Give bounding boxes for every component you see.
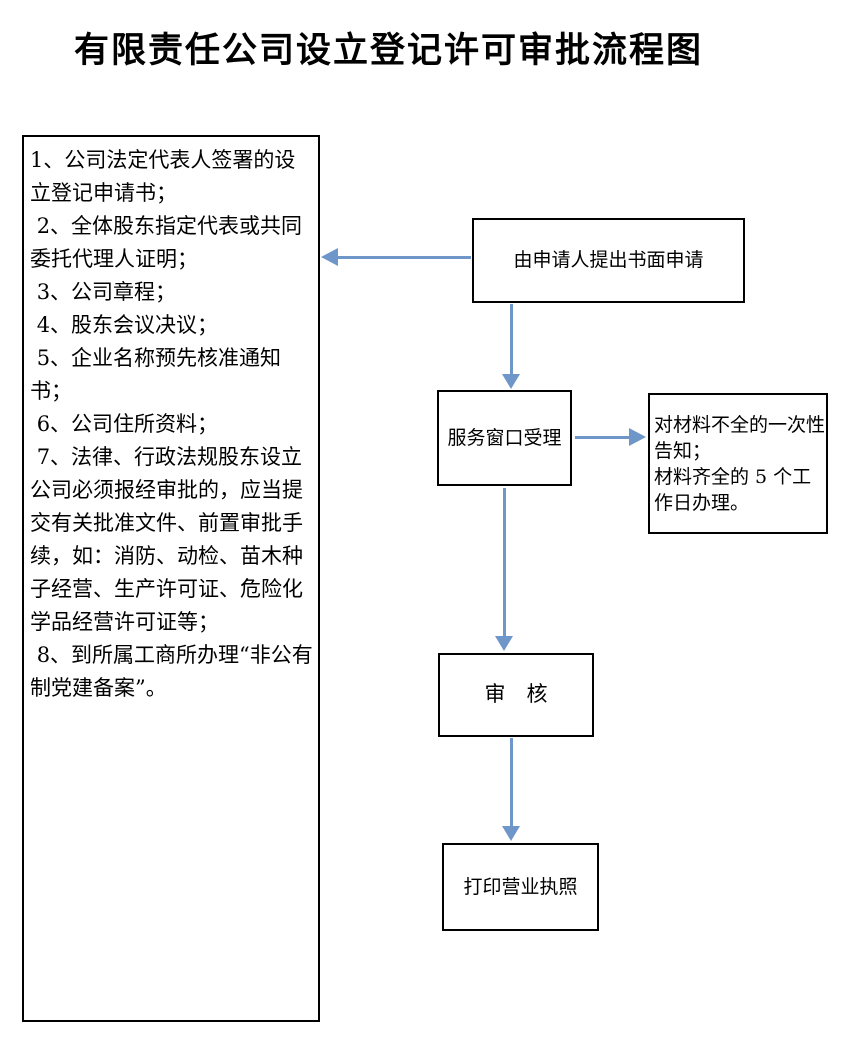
- flow-step-service-window: 服务窗口受理: [437, 390, 572, 486]
- materials-item-7: 7、法律、行政法规股东设立公司必须报经审批的，应当提交有关批准文件、前置审批手续…: [30, 445, 303, 634]
- flow-step-written-application: 由申请人提出书面申请: [472, 218, 745, 303]
- processing-note-line-2: 材料齐全的 5 个工作日办理。: [654, 466, 812, 514]
- flow-step-written-application-label: 由申请人提出书面申请: [513, 249, 704, 272]
- materials-item-3: 3、公司章程；: [30, 280, 177, 304]
- materials-item-6: 6、公司住所资料；: [30, 412, 219, 436]
- materials-item-1: 1、公司法定代表人签署的设立登记申请书；: [30, 148, 296, 205]
- flow-step-service-window-label: 服务窗口受理: [447, 426, 562, 449]
- materials-item-8: 8、到所属工商所办理“非公有制党建备案”。: [30, 643, 313, 700]
- materials-item-5: 5、企业名称预先核准通知书；: [30, 346, 282, 403]
- arrow-left-icon: [321, 248, 338, 266]
- flow-step-print-license: 打印营业执照: [442, 843, 599, 931]
- flow-step-print-license-label: 打印营业执照: [463, 875, 578, 898]
- materials-item-4: 4、股东会议决议；: [30, 313, 219, 337]
- flow-step-review: 审 核: [438, 653, 594, 737]
- arrow-down-icon: [502, 374, 520, 389]
- processing-note-box: 对材料不全的一次性告知； 材料齐全的 5 个工作日办理。: [648, 393, 828, 534]
- arrow-right-icon: [629, 428, 646, 446]
- arrow-shaft: [510, 738, 513, 828]
- flow-step-review-label: 审 核: [484, 682, 548, 707]
- arrow-shaft: [337, 256, 471, 259]
- arrow-down-icon: [502, 826, 520, 841]
- page-title: 有限责任公司设立登记许可审批流程图: [74, 31, 704, 71]
- arrow-shaft: [510, 304, 513, 376]
- arrow-shaft: [503, 488, 506, 638]
- processing-note-line-1: 对材料不全的一次性告知；: [654, 414, 826, 462]
- materials-panel: 1、公司法定代表人签署的设立登记申请书； 2、全体股东指定代表或共同委托代理人证…: [22, 135, 320, 1022]
- arrow-down-icon: [495, 636, 513, 651]
- materials-item-2: 2、全体股东指定代表或共同委托代理人证明；: [30, 214, 303, 271]
- arrow-shaft: [575, 436, 632, 439]
